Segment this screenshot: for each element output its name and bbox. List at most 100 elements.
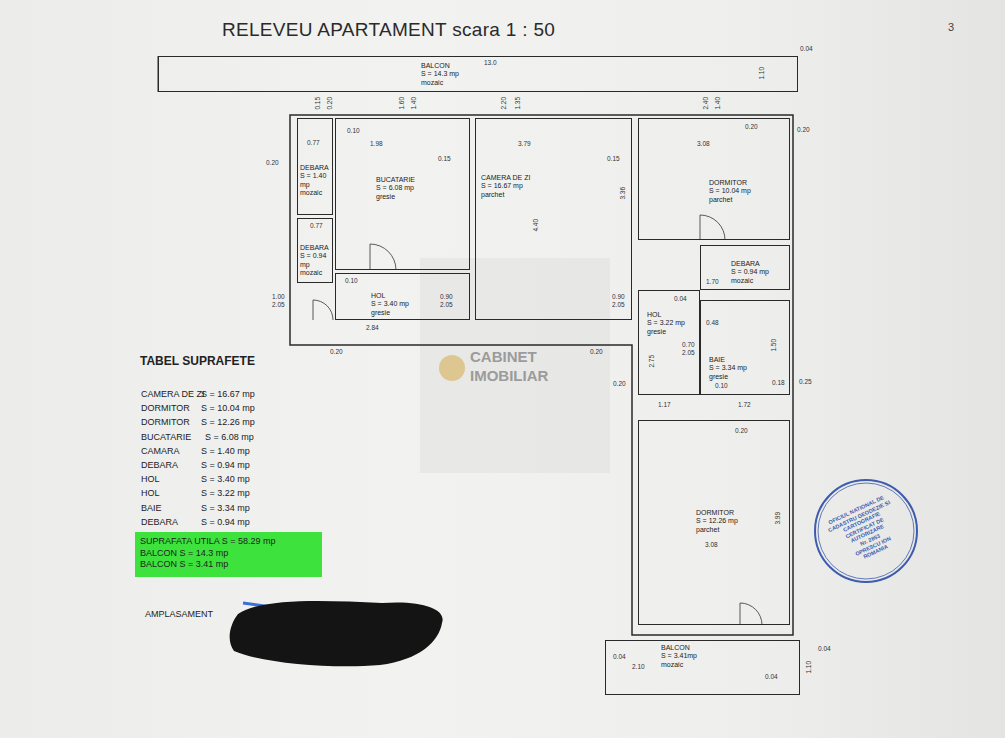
- table-cell: DORMITOR: [141, 418, 190, 427]
- dimension-value: 0.20: [613, 381, 626, 388]
- watermark-text: IMOBILIAR: [470, 368, 548, 383]
- room-label: BALCON: [661, 644, 798, 652]
- dimension-value: 0.20: [330, 349, 343, 356]
- dimension-value: 0.04: [613, 654, 626, 661]
- text-block: DORMITORS = 10.04 mpparchet: [709, 179, 788, 204]
- bedroom-room: DORMITORS = 10.04 mpparchet: [638, 118, 790, 240]
- room-label: S = 1.40 mp: [300, 172, 331, 189]
- dimension-value: 0.18: [772, 380, 785, 387]
- kitchen-room: BUCATARIES = 6.08 mpgresie: [335, 118, 470, 270]
- dimension-value: 1.35: [515, 97, 522, 110]
- dimension-value: 1.50: [771, 339, 778, 352]
- dimension-value: 0.90: [612, 294, 625, 301]
- room-label: BAIE: [709, 356, 788, 364]
- dimension-value: 3.08: [705, 542, 718, 549]
- text-block: DEBARAS = 0.94 mpmozaic: [300, 244, 331, 278]
- dimension-value: 1.70: [706, 279, 719, 286]
- redaction-scribble: [230, 601, 443, 666]
- room-label: S = 6.08 mp: [376, 184, 468, 192]
- room-label: DEBARA: [731, 260, 788, 268]
- text-block: BAIES = 3.34 mpgresie: [709, 356, 788, 381]
- dimension-value: 0.70: [682, 342, 695, 349]
- room-label: mozaic: [300, 269, 331, 277]
- table-cell: S = 16.67 mp: [201, 390, 255, 399]
- dimension-value: 2.10: [632, 664, 645, 671]
- table-cell: S = 0.94 mp: [201, 518, 250, 527]
- room-label: CAMERA DE ZI: [481, 174, 630, 182]
- room-label: parchet: [696, 526, 788, 534]
- table-cell: S = 3.34 mp: [201, 504, 250, 513]
- watermark-text: CABINET: [470, 349, 537, 364]
- dimension-value: 0.20: [797, 127, 810, 134]
- page-number: 3: [948, 22, 954, 33]
- room-label: HOL: [371, 292, 468, 300]
- dimension-value: 1.10: [759, 67, 766, 80]
- dimension-value: 2.05: [612, 302, 625, 309]
- dimension-value: 1.60: [399, 97, 406, 110]
- dimension-value: 3.99: [775, 512, 782, 525]
- dimension-value: 2.05: [272, 302, 285, 309]
- dimension-value: 1.40: [411, 97, 418, 110]
- room-label: DEBARA: [300, 244, 331, 252]
- room-label: DORMITOR: [709, 179, 788, 187]
- room-label: S = 16.67 mp: [481, 182, 630, 190]
- door-swing: [313, 300, 333, 320]
- dimension-value: 2.40: [703, 97, 710, 110]
- door-swing: [370, 244, 396, 270]
- watermark-panel: [420, 258, 610, 473]
- room-label: BUCATARIE: [376, 176, 468, 184]
- dimension-value: 0.20: [745, 124, 758, 131]
- area-total: BALCON S = 3.41 mp: [140, 559, 275, 571]
- storage-room: DEBARAS = 1.40 mpmozaic: [297, 118, 333, 215]
- dimension-value: 0.04: [800, 46, 813, 53]
- room-label: gresie: [371, 309, 468, 317]
- table-cell: S = 0.94 mp: [201, 461, 250, 470]
- bedroom-room: DORMITORS = 12.26 mpparchet: [638, 420, 790, 625]
- dimension-value: 1.10: [806, 661, 813, 674]
- location-note: AMPLASAMENT: [145, 610, 213, 619]
- table-cell: BUCATARIE: [141, 433, 191, 442]
- table-cell: S = 6.08 mp: [205, 433, 254, 442]
- table-heading: TABEL SUPRAFETE: [140, 355, 255, 367]
- dimension-value: 2.05: [440, 302, 453, 309]
- dimension-value: 2.05: [682, 350, 695, 357]
- dimension-value: 0.15: [315, 97, 322, 110]
- dimension-value: 0.04: [765, 674, 778, 681]
- dimension-value: 0.20: [327, 97, 334, 110]
- dimension-value: 0.10: [347, 128, 360, 135]
- text-block: SUPRAFATA UTILA S = 58.29 mpBALCON S = 1…: [140, 536, 275, 571]
- dimension-value: 2.75: [649, 355, 656, 368]
- room-label: mozaic: [300, 189, 331, 197]
- dimension-value: 4.40: [533, 219, 540, 232]
- table-cell: HOL: [141, 489, 160, 498]
- table-cell: HOL: [141, 475, 160, 484]
- room-label: S = 14.3 mp: [421, 70, 796, 78]
- text-block: DEBARAS = 1.40 mpmozaic: [300, 164, 331, 198]
- dimension-value: 3.36: [620, 187, 627, 200]
- dimension-value: 0.48: [706, 320, 719, 327]
- room-label: S = 3.22 mp: [647, 319, 698, 327]
- room-label: S = 10.04 mp: [709, 187, 788, 195]
- text-block: BALCONS = 3.41mpmozaic: [661, 644, 798, 669]
- dimension-value: 3.79: [518, 141, 531, 148]
- room-label: parchet: [709, 196, 788, 204]
- door-swing: [740, 603, 762, 625]
- dimension-value: 0.10: [345, 278, 358, 285]
- text-block: HOLS = 3.40 mpgresie: [371, 292, 468, 317]
- room-label: BALCON: [421, 62, 796, 70]
- table-cell: S = 1.40 mp: [201, 447, 250, 456]
- dimension-value: 0.77: [307, 140, 320, 147]
- dimension-value: 1.72: [738, 402, 751, 409]
- dimension-value: 0.90: [440, 294, 453, 301]
- dimension-value: 0.20: [735, 428, 748, 435]
- dimension-value: 0.04: [818, 646, 831, 653]
- table-cell: DEBARA: [141, 461, 178, 470]
- balcony-area: BALCONS = 14.3 mpmozaic: [158, 56, 798, 92]
- table-cell: S = 3.40 mp: [201, 475, 250, 484]
- table-cell: S = 3.22 mp: [201, 489, 250, 498]
- dimension-value: 0.77: [310, 223, 323, 230]
- living-room: CAMERA DE ZIS = 16.67 mpparchet: [475, 118, 632, 320]
- table-cell: CAMERA DE ZI: [141, 390, 205, 399]
- room-label: DEBARA: [300, 164, 331, 172]
- dimension-value: 2.84: [366, 325, 379, 332]
